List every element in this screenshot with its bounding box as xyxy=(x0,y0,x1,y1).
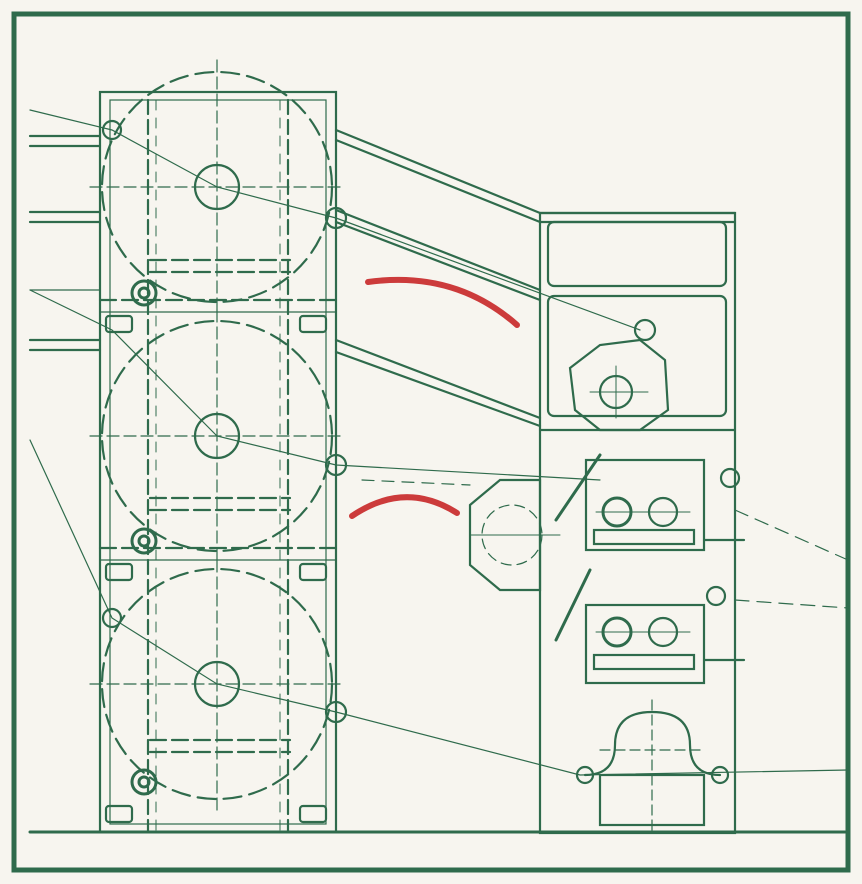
highlight-arcs xyxy=(349,276,520,519)
outer-frame xyxy=(11,11,851,873)
bolt-heads xyxy=(130,279,158,796)
print-unit-lower xyxy=(554,568,746,685)
drawing-lines xyxy=(28,59,849,835)
highlight-arc-upper xyxy=(365,276,520,328)
highlight-arc-lower xyxy=(349,494,460,519)
print-unit-upper xyxy=(554,453,746,552)
